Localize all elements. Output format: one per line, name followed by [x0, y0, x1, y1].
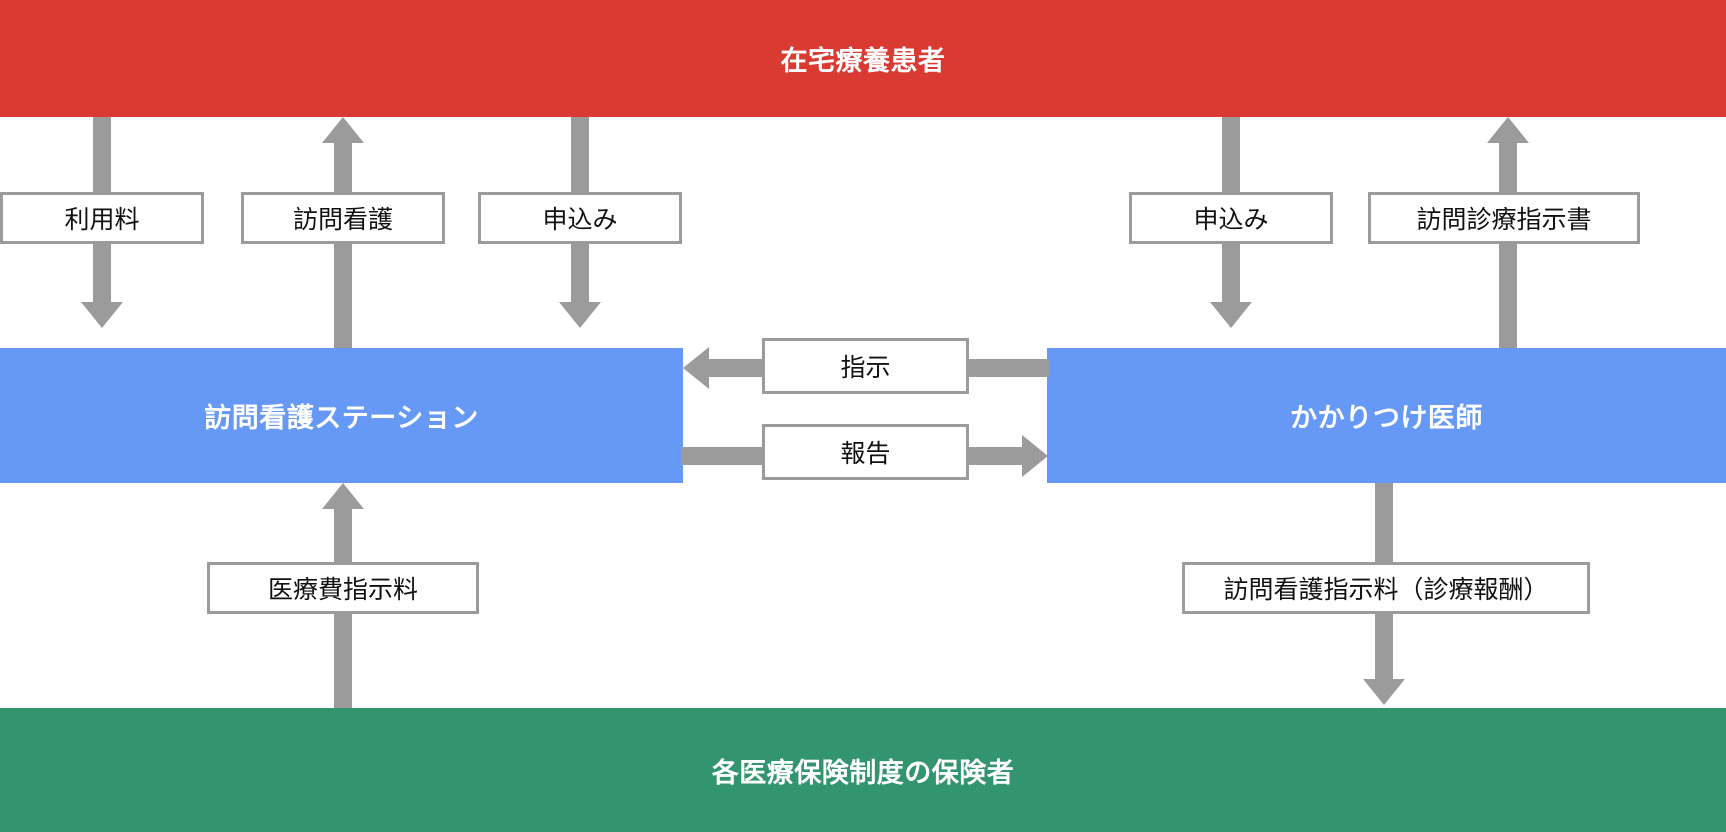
arrow-shaft-application-left-lower	[571, 240, 589, 306]
arrow-head-left-instruction	[683, 347, 709, 389]
edge-label-home-care-instruction-sheet: 訪問診療指示書	[1368, 192, 1640, 244]
edge-label-instruction: 指示	[762, 338, 969, 394]
edge-label-application-left: 申込み	[478, 192, 682, 244]
node-visiting-nurse-station-label: 訪問看護ステーション	[204, 403, 479, 434]
arrow-head-up-home-nursing	[322, 117, 364, 143]
node-insurers-label: 各医療保険制度の保険者	[711, 757, 1015, 789]
node-insurers: 各医療保険制度の保険者	[0, 708, 1726, 832]
arrow-head-down-usage-fee	[81, 302, 123, 328]
node-patient: 在宅療養患者	[0, 0, 1726, 117]
arrow-shaft-usage-fee-upper	[93, 117, 111, 202]
arrow-shaft-home-nursing-upper	[334, 140, 352, 202]
arrow-head-up-medical-expense-instruction-fee	[322, 483, 364, 509]
node-visiting-nurse-station: 訪問看護ステーション	[0, 348, 683, 483]
node-patient-label: 在宅療養患者	[780, 46, 946, 77]
arrow-shaft-instruction-sheet-lower	[1499, 240, 1517, 350]
edge-label-usage-fee: 利用料	[0, 192, 204, 244]
edge-label-medical-expense-instruction-fee: 医療費指示料	[207, 562, 479, 614]
arrow-shaft-application-right-upper	[1222, 117, 1240, 202]
edge-label-report: 報告	[762, 424, 969, 480]
arrow-shaft-medical-expense-lower	[334, 610, 352, 710]
edge-label-home-nursing: 訪問看護	[241, 192, 445, 244]
arrow-head-right-report	[1022, 435, 1048, 477]
edge-label-nursing-instruction-fee: 訪問看護指示料（診療報酬）	[1182, 562, 1590, 614]
arrow-head-down-application-left	[559, 302, 601, 328]
arrow-shaft-instruction-right	[966, 359, 1050, 377]
arrow-shaft-report-right	[966, 447, 1024, 465]
arrow-head-down-application-right	[1210, 302, 1252, 328]
node-family-doctor-label: かかりつけ医師	[1290, 403, 1483, 434]
arrow-shaft-nursing-instruction-fee-lower	[1375, 610, 1393, 682]
node-family-doctor: かかりつけ医師	[1047, 348, 1726, 483]
arrow-shaft-instruction-sheet-upper	[1499, 140, 1517, 202]
arrow-head-down-nursing-instruction-fee	[1363, 679, 1405, 705]
arrow-shaft-application-left-upper	[571, 117, 589, 202]
arrow-head-up-home-care-instruction-sheet	[1487, 117, 1529, 143]
arrow-shaft-home-nursing-lower	[334, 240, 352, 350]
edge-label-application-right: 申込み	[1129, 192, 1333, 244]
arrow-shaft-application-right-lower	[1222, 240, 1240, 306]
arrow-shaft-usage-fee-lower	[93, 240, 111, 306]
